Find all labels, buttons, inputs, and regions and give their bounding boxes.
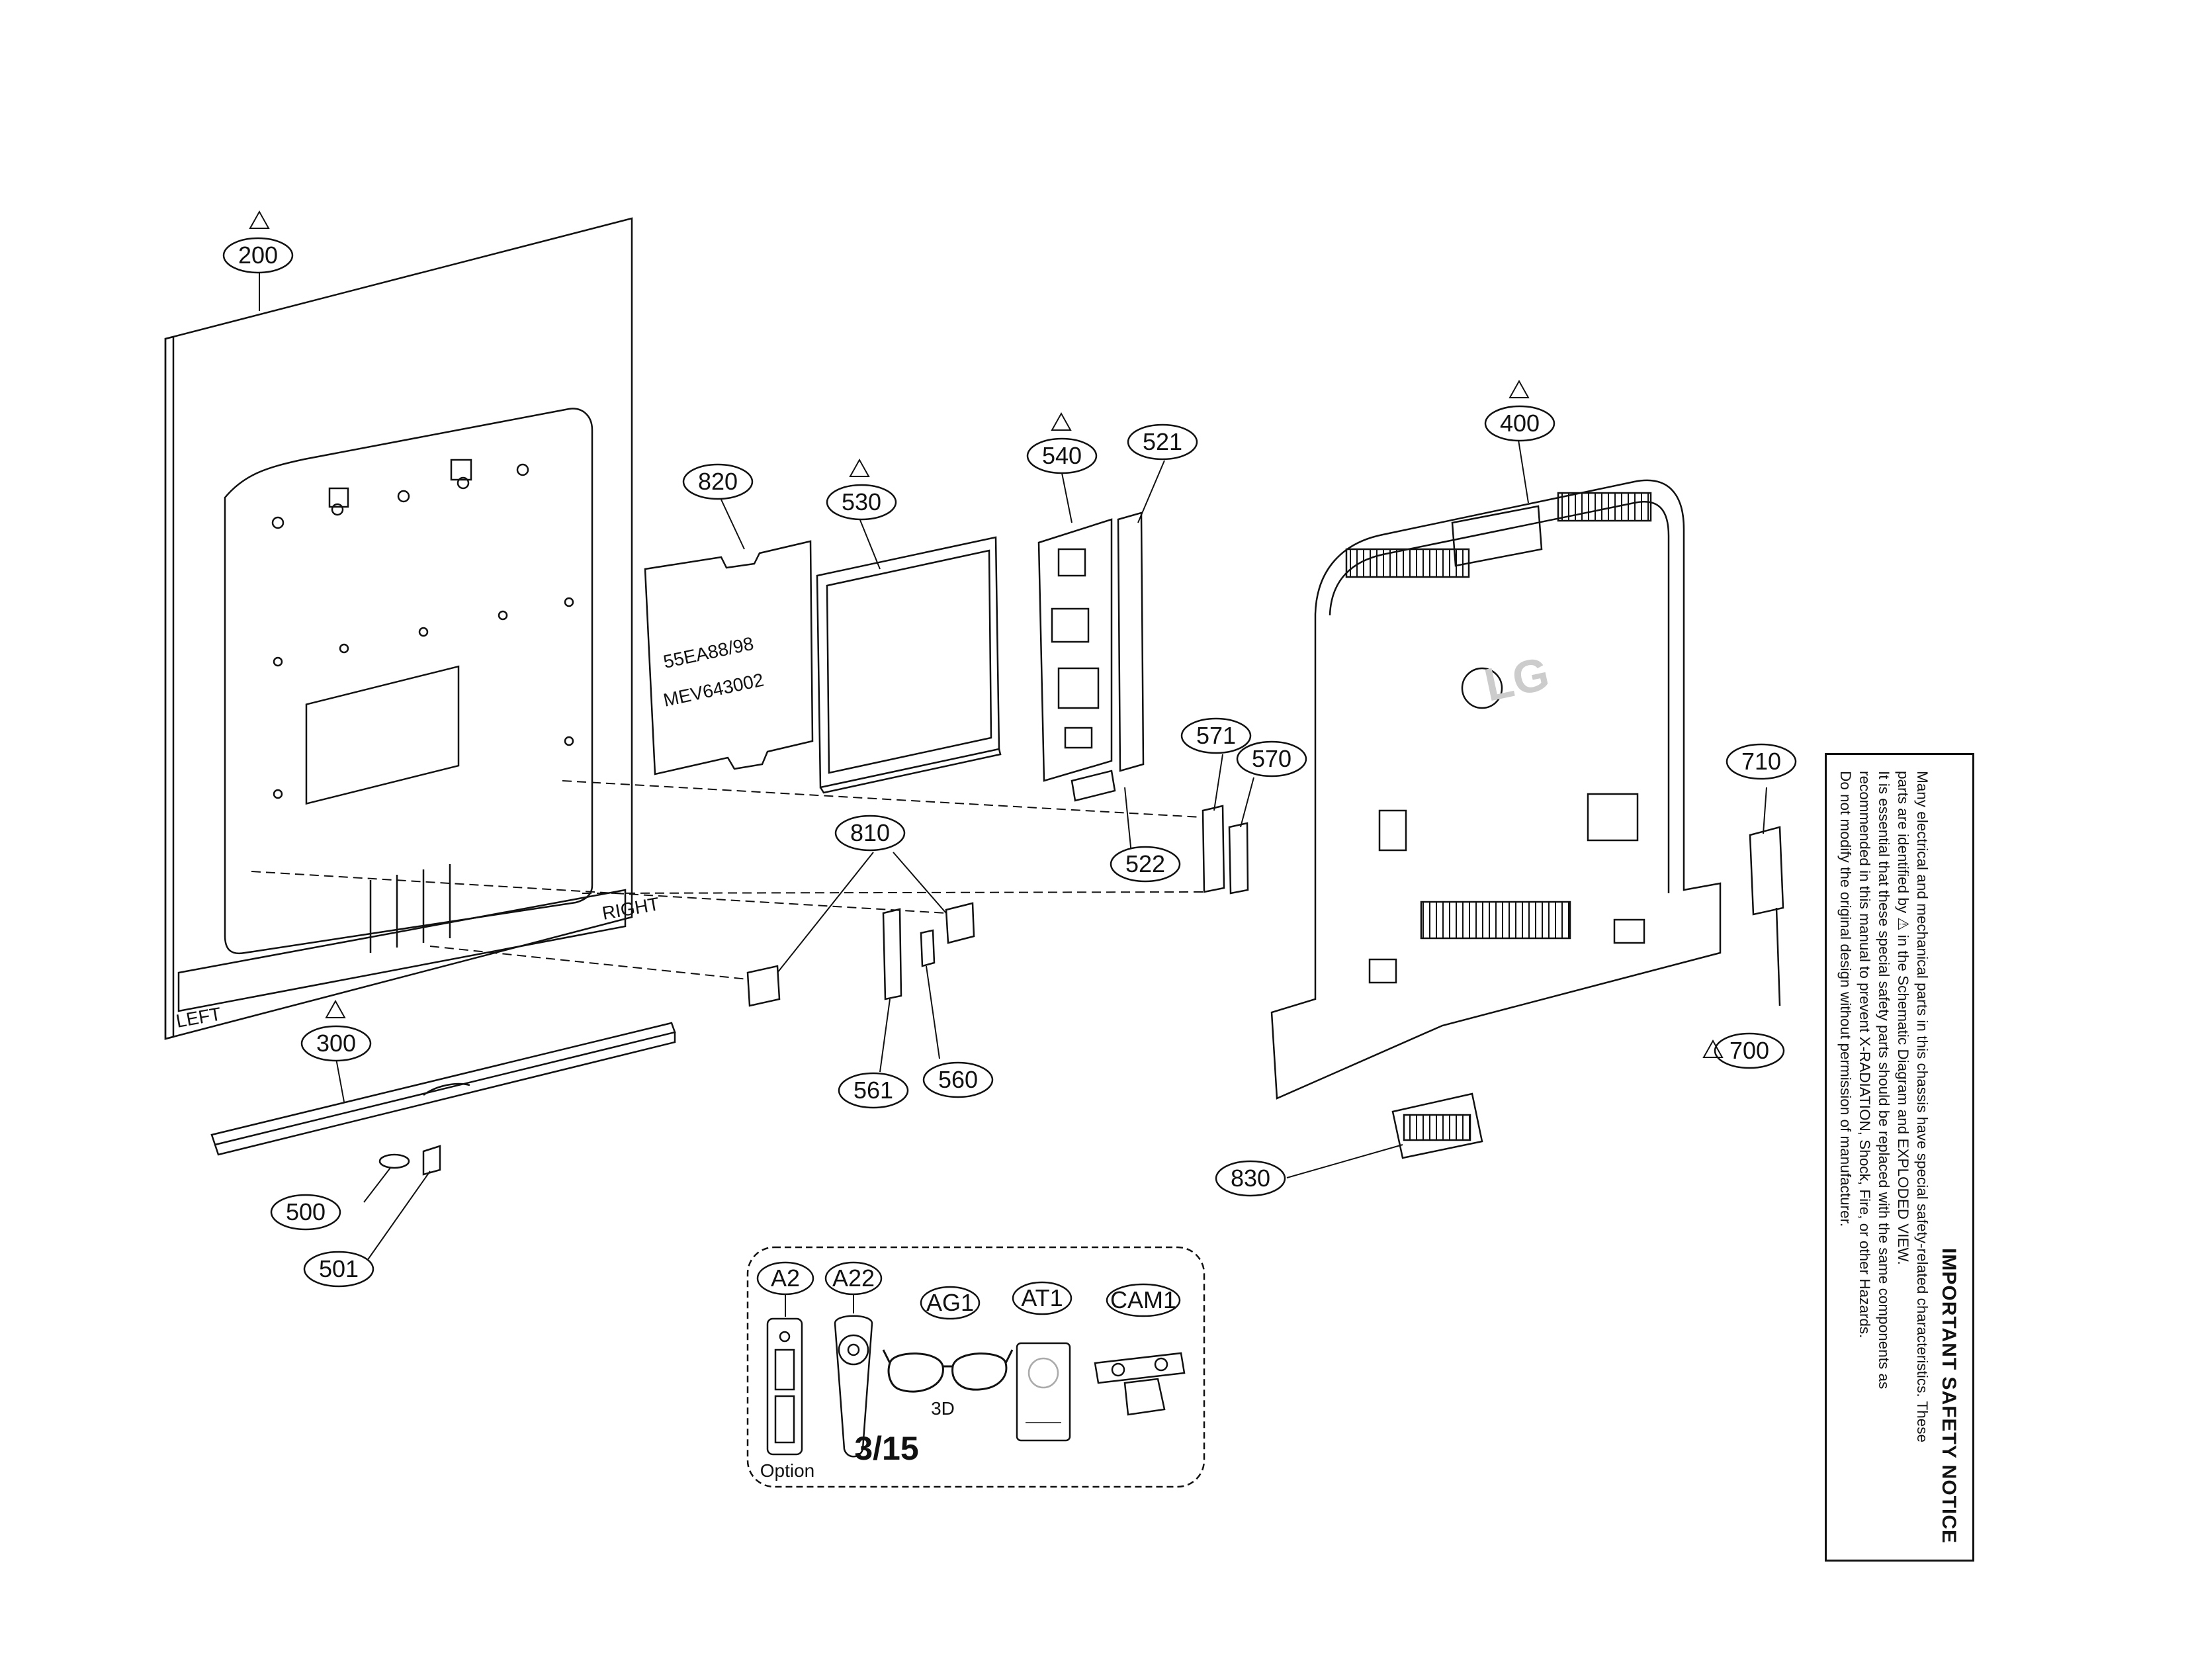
callout-561: 561 (853, 1077, 893, 1104)
panel-bracket-left (328, 487, 349, 508)
3d-label: 3D (931, 1398, 955, 1419)
callout-571: 571 (1196, 722, 1236, 749)
warning-triangles (249, 210, 1724, 1058)
main-board-540 (1037, 518, 1116, 802)
card-at1-icon (1016, 1342, 1071, 1442)
accessory-label-at1: AT1 (1021, 1284, 1063, 1311)
callout-560: 560 (938, 1066, 978, 1093)
module-571 (1202, 805, 1225, 893)
warning-icon-300 (325, 999, 346, 1018)
page-number: 3/15 (854, 1430, 919, 1467)
camera-cam1-icon (1094, 1352, 1186, 1416)
power-board-530 (816, 536, 1002, 794)
safety-notice-title: IMPORTANT SAFETY NOTICE (1938, 1248, 1960, 1544)
callout-570: 570 (1252, 745, 1291, 772)
callout-530: 530 (842, 488, 881, 515)
callout-ellipses (222, 237, 1797, 1288)
cover-830 (1391, 1092, 1483, 1159)
panel-bracket-center (450, 459, 472, 481)
callout-300: 300 (316, 1030, 356, 1057)
warning-icon-700 (1702, 1039, 1724, 1058)
accessories-box: A2 A22 AG1 AT1 CAM1 Option 3D (746, 1246, 1205, 1488)
stand-parts-500-501 (378, 1145, 441, 1176)
safety-notice-line: parts are identified by ⚠ in the Schemat… (1895, 771, 1911, 1265)
callout-830: 830 (1231, 1165, 1270, 1192)
safety-notice-line: It is essential that these special safet… (1876, 771, 1892, 1390)
safety-notice-box: IMPORTANT SAFETY NOTICE Many electrical … (1825, 753, 1974, 1562)
accessory-label-cam1: CAM1 (1110, 1286, 1176, 1313)
warning-icon-530 (849, 458, 870, 477)
callout-810: 810 (850, 819, 890, 846)
callout-522: 522 (1125, 850, 1165, 877)
safety-notice-body: Many electrical and mechanical parts in … (1836, 767, 1932, 1548)
callout-500: 500 (286, 1198, 326, 1225)
insulator-sheet-820 (644, 540, 814, 775)
magic-remote-a22-icon (834, 1315, 873, 1458)
option-label: Option (760, 1460, 815, 1481)
bottom-bar-300 (210, 1022, 676, 1156)
bracket-521 (1117, 511, 1145, 772)
callout-501: 501 (319, 1255, 359, 1282)
module-570 (1228, 822, 1249, 895)
callout-540: 540 (1042, 442, 1082, 469)
safety-notice-line: recommended in this manual to prevent X-… (1857, 771, 1873, 1339)
back-cover-400 (1270, 479, 1722, 1100)
callout-700: 700 (1729, 1037, 1769, 1064)
callout-400: 400 (1500, 410, 1540, 437)
panel-t-con-board (305, 665, 460, 805)
safety-notice-line: Many electrical and mechanical parts in … (1914, 771, 1931, 1443)
leader-lines (259, 273, 1767, 1261)
ir-board-561 (882, 908, 902, 1000)
module-710 (1749, 826, 1784, 1006)
warning-icon-400 (1509, 379, 1530, 398)
callout-521: 521 (1143, 428, 1182, 455)
warning-icon-200 (249, 210, 270, 229)
callout-820: 820 (698, 468, 738, 495)
display-panel-200 (164, 217, 633, 1040)
assembly-lines (251, 780, 1205, 980)
accessory-label-ag1: AG1 (926, 1289, 974, 1316)
warning-icon-540 (1051, 412, 1072, 431)
button-board-560 (920, 929, 936, 967)
accessory-label-a2: A2 (771, 1264, 800, 1292)
callout-710: 710 (1741, 748, 1781, 775)
3d-glasses-ag1-icon (882, 1349, 1014, 1393)
safety-notice-line: Do not modify the original design withou… (1837, 771, 1854, 1227)
callout-200: 200 (238, 242, 278, 269)
accessory-label-a22: A22 (832, 1264, 875, 1292)
speaker-810-left (746, 965, 781, 1007)
speaker-810-right (945, 902, 975, 944)
remote-a2-icon (766, 1317, 803, 1456)
